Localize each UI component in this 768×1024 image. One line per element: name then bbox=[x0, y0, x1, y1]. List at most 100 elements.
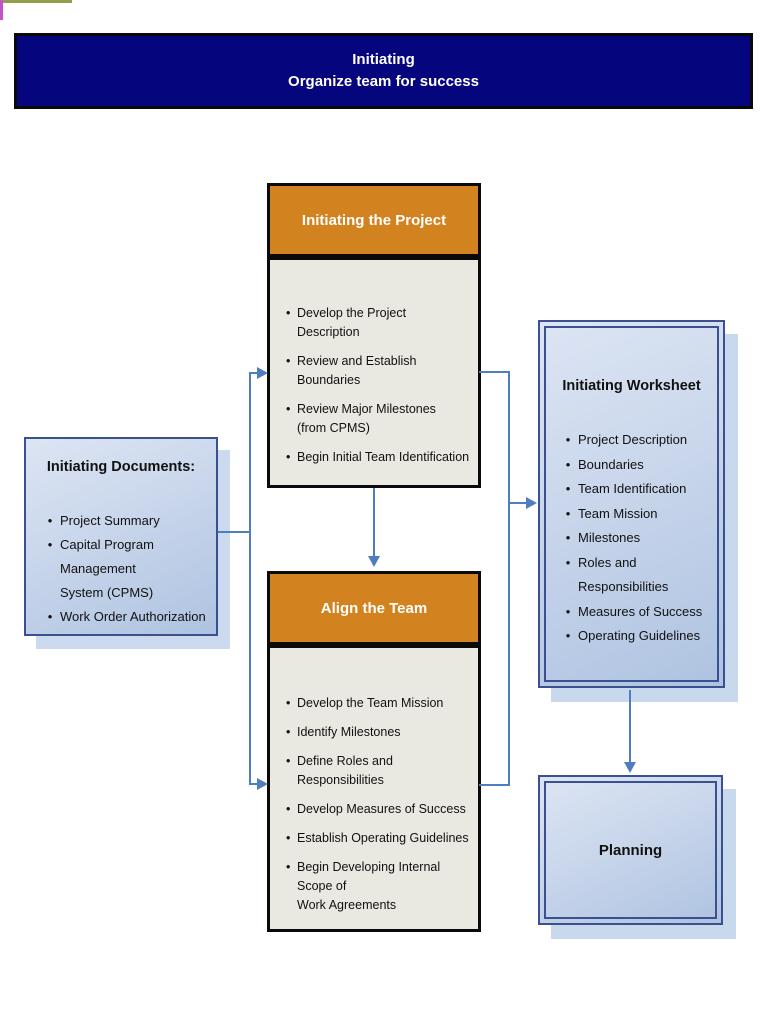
list-item: Work Order Authorization bbox=[40, 605, 212, 629]
bullet-icon bbox=[286, 829, 297, 848]
list-item: Identify Milestones bbox=[286, 723, 470, 742]
bullet-text: Establish Operating Guidelines bbox=[297, 831, 469, 845]
bullet-icon bbox=[558, 551, 578, 600]
list-item: Operating Guidelines bbox=[558, 624, 715, 649]
bullet-text: Team Identification bbox=[578, 481, 687, 496]
list-item: Define Roles and Responsibilities bbox=[286, 752, 470, 790]
initiating-worksheet-list: Project DescriptionBoundariesTeam Identi… bbox=[546, 428, 717, 649]
bullet-icon bbox=[558, 453, 578, 478]
bullet-icon bbox=[40, 533, 60, 605]
bullet-text: Review Major Milestones (from CPMS) bbox=[297, 402, 436, 435]
bullet-icon bbox=[558, 502, 578, 527]
bullet-icon bbox=[558, 624, 578, 649]
list-item: Review and Establish Boundaries bbox=[286, 352, 470, 390]
arrowhead-to-align-team bbox=[257, 777, 268, 790]
list-item: Milestones bbox=[558, 526, 715, 551]
arrowhead-project-to-align bbox=[367, 556, 380, 567]
align-team-title: Align the Team bbox=[320, 599, 428, 617]
bullet-text: Identify Milestones bbox=[297, 725, 401, 739]
bullet-text: Operating Guidelines bbox=[578, 628, 701, 643]
list-item: Team Mission bbox=[558, 502, 715, 527]
bullet-text: Develop the Team Mission bbox=[297, 696, 444, 710]
list-item: Establish Operating Guidelines bbox=[286, 829, 470, 848]
bullet-text: Develop Measures of Success bbox=[297, 802, 466, 816]
bullet-icon bbox=[286, 448, 297, 467]
initiating-project-list: Develop the Project DescriptionReview an… bbox=[286, 304, 470, 467]
bullet-text: Define Roles and Responsibilities bbox=[297, 754, 393, 787]
bullet-text: Roles and Responsibilities bbox=[578, 554, 669, 595]
bullet-text: Work Order Authorization bbox=[60, 609, 206, 624]
list-item: Measures of Success bbox=[558, 600, 715, 625]
initiating-project-header: Initiating the Project bbox=[267, 183, 481, 257]
planning-title: Planning bbox=[598, 841, 663, 859]
initiating-project-title: Initiating the Project bbox=[301, 211, 447, 229]
corner-magenta-bar bbox=[0, 0, 3, 20]
planning-box: Planning bbox=[538, 775, 723, 925]
bullet-text: Begin Developing Internal Scope of Work … bbox=[297, 860, 441, 912]
bullet-text: Develop the Project Description bbox=[297, 306, 407, 339]
bullet-icon bbox=[286, 694, 297, 713]
bullet-text: Capital Program Management System (CPMS) bbox=[60, 537, 154, 600]
list-item: Begin Developing Internal Scope of Work … bbox=[286, 858, 470, 915]
banner-line1: Initiating bbox=[352, 51, 415, 68]
bullet-icon bbox=[286, 723, 297, 742]
connector-docs-stub bbox=[218, 531, 251, 533]
connector-initiating-out bbox=[479, 371, 510, 373]
initiating-documents-box: Initiating Documents: Project SummaryCap… bbox=[24, 437, 218, 636]
connector-worksheet-to-planning-line bbox=[629, 690, 631, 762]
list-item: Begin Initial Team Identification bbox=[286, 448, 470, 467]
bullet-text: Measures of Success bbox=[578, 603, 703, 619]
list-item: Boundaries bbox=[558, 453, 715, 478]
bullet-icon bbox=[286, 752, 297, 790]
list-item: Review Major Milestones (from CPMS) bbox=[286, 400, 470, 438]
align-team-header: Align the Team bbox=[267, 571, 481, 645]
bullet-icon bbox=[286, 304, 297, 342]
list-item: Project Description bbox=[558, 428, 715, 453]
bullet-icon bbox=[286, 800, 297, 819]
initiating-project-body: Develop the Project DescriptionReview an… bbox=[267, 257, 481, 488]
bullet-text: Milestones bbox=[578, 530, 641, 545]
connector-to-align-line bbox=[249, 783, 258, 785]
bullet-icon bbox=[558, 526, 578, 551]
bullet-icon bbox=[286, 352, 297, 390]
connector-to-worksheet-line bbox=[508, 502, 527, 504]
planning-inner: Planning bbox=[544, 781, 717, 919]
bullet-icon bbox=[286, 858, 297, 915]
bullet-icon bbox=[40, 605, 60, 629]
bullet-text: Project Description bbox=[578, 432, 688, 447]
list-item: Project Summary bbox=[40, 509, 212, 533]
connector-left-vertical bbox=[249, 372, 251, 784]
align-team-body: Develop the Team MissionIdentify Milesto… bbox=[267, 645, 481, 932]
initiating-worksheet-box: Initiating Worksheet Project Description… bbox=[538, 320, 725, 688]
corner-olive-bar bbox=[0, 0, 72, 3]
initiating-documents-title: Initiating Documents: bbox=[46, 459, 196, 475]
title-banner: Initiating Organize team for success bbox=[14, 33, 753, 109]
list-item: Develop the Team Mission bbox=[286, 694, 470, 713]
connector-right-vertical bbox=[508, 371, 510, 786]
initiating-documents-list: Project SummaryCapital Program Managemen… bbox=[26, 509, 216, 629]
list-item: Develop the Project Description bbox=[286, 304, 470, 342]
initiating-worksheet-title: Initiating Worksheet bbox=[562, 378, 701, 394]
arrowhead-to-planning bbox=[623, 762, 636, 773]
bullet-icon bbox=[40, 509, 60, 533]
align-team-list: Develop the Team MissionIdentify Milesto… bbox=[286, 694, 470, 915]
bullet-icon bbox=[558, 428, 578, 453]
list-item: Capital Program Management System (CPMS) bbox=[40, 533, 212, 605]
arrowhead-to-worksheet bbox=[526, 496, 537, 509]
connector-project-to-align-line bbox=[373, 488, 375, 556]
bullet-icon bbox=[286, 400, 297, 438]
bullet-icon bbox=[558, 477, 578, 502]
bullet-text: Team Mission bbox=[578, 505, 658, 521]
bullet-icon bbox=[558, 600, 578, 625]
list-item: Roles and Responsibilities bbox=[558, 551, 715, 600]
list-item: Develop Measures of Success bbox=[286, 800, 470, 819]
connector-to-initiating-line bbox=[249, 372, 258, 374]
bullet-text: Begin Initial Team Identification bbox=[297, 450, 470, 464]
bullet-text: Boundaries bbox=[578, 456, 644, 472]
banner-line2: Organize team for success bbox=[288, 73, 479, 90]
initiating-worksheet-inner: Initiating Worksheet Project Description… bbox=[544, 326, 719, 682]
list-item: Team Identification bbox=[558, 477, 715, 502]
arrowhead-to-initiating-project bbox=[257, 366, 268, 379]
bullet-text: Project Summary bbox=[60, 513, 160, 528]
